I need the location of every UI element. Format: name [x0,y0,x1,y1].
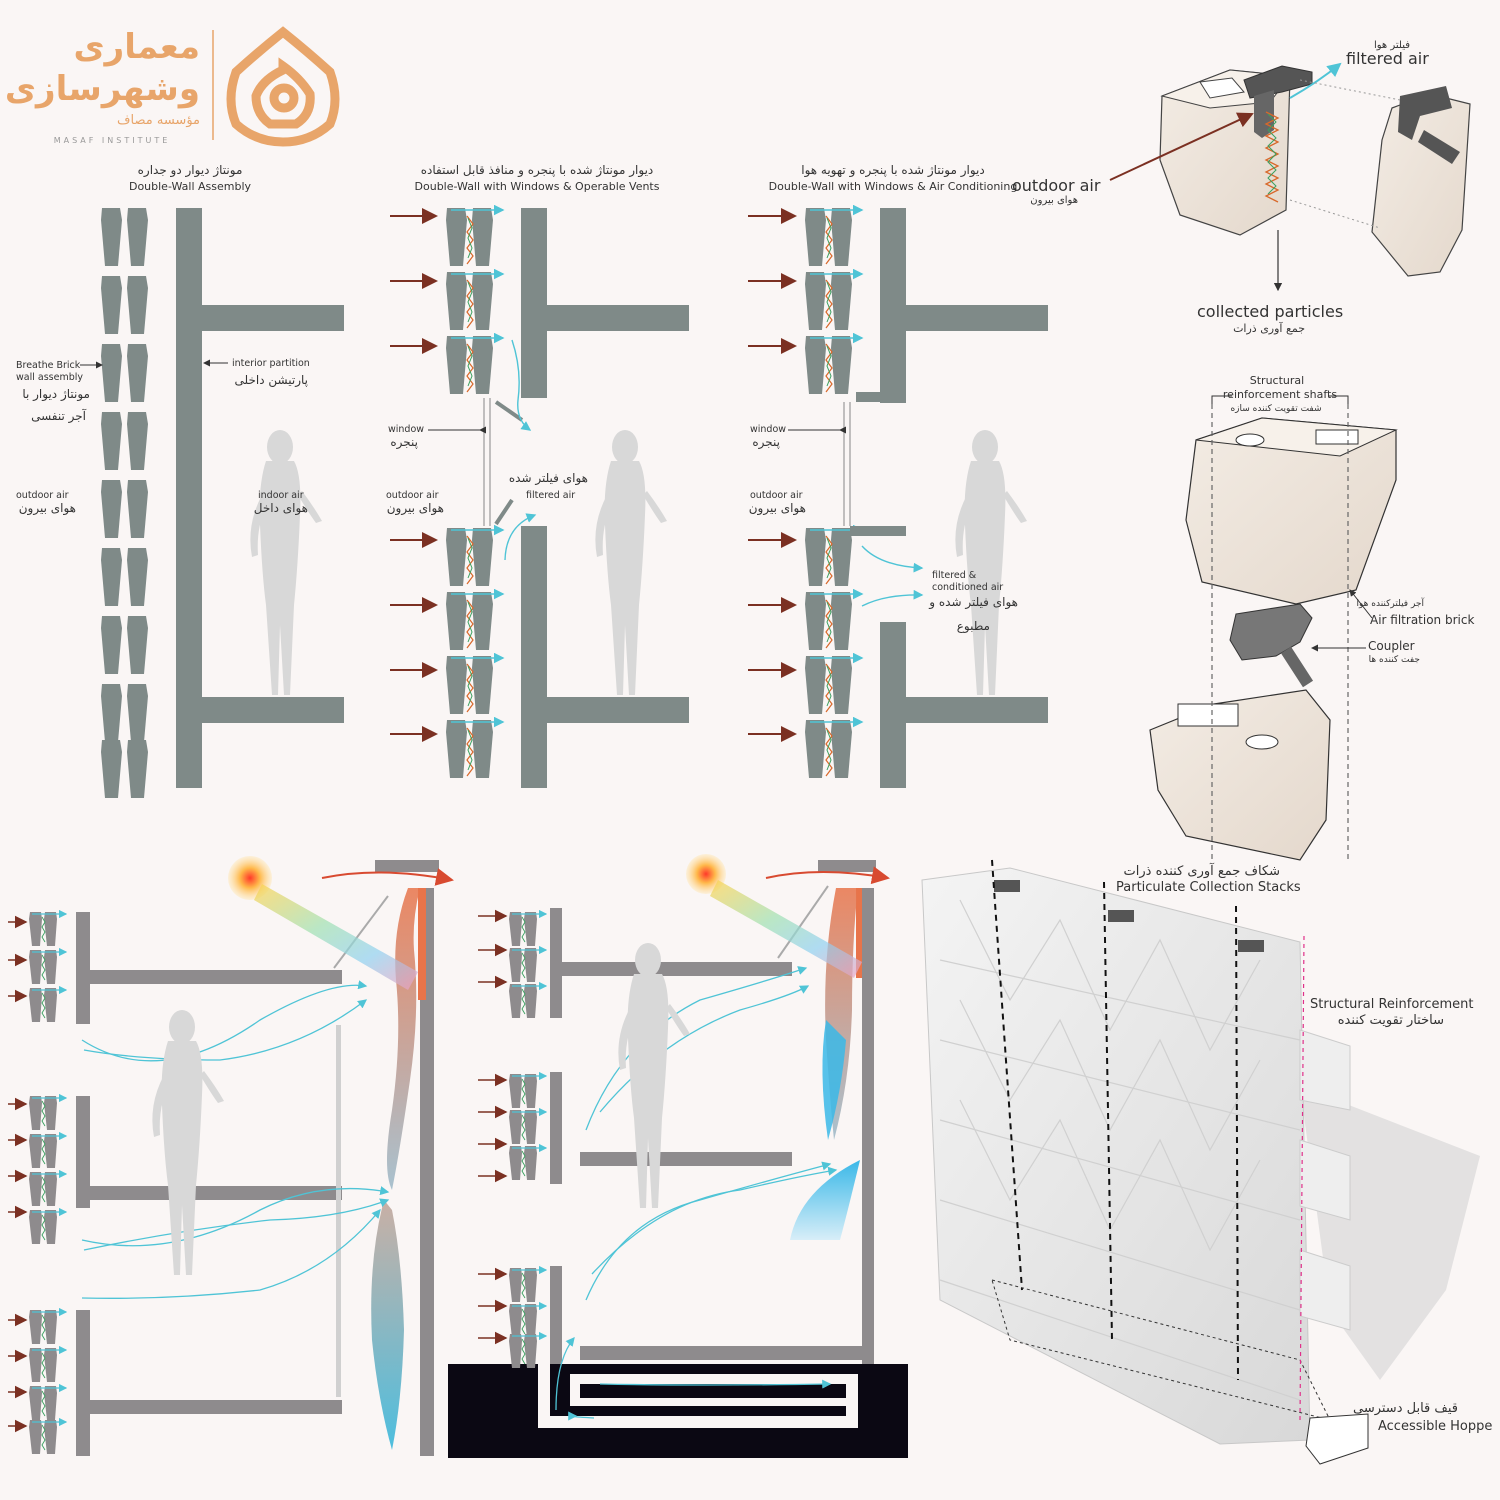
shafts-fa: شفت تقویت کننده سازه [1230,404,1321,414]
logo-line-1: معماری [73,27,200,67]
section3-title-en: Double-Wall with Windows & Air Condition… [769,180,1018,193]
conditioned-airflow-3 [861,545,924,607]
reinforcement-en: Structural Reinforcement [1310,997,1474,1012]
air-filtration-brick-fa: آجر فیلترکننده هوا [1357,597,1425,609]
floor-slabs-left [76,860,439,1456]
intake-arrows-middle [478,909,508,1345]
window-fa-3: پنجره [752,435,780,450]
indoor-air-fa: هوای داخل [254,501,308,516]
window-3 [843,402,851,526]
section-double-wall-assembly: مونتاژ دیوار دو جداره Double-Wall Assemb… [16,163,344,798]
collected-particles-en: collected particles [1197,302,1343,321]
coupler-en: Coupler [1368,639,1415,653]
hopper-box [1305,1413,1369,1465]
stacks-fa: شکاف جمع آوری کننده ذرات [1124,862,1280,879]
section3-title-fa: دیوار مونتاژ شده با پنجره و تهویه هوا [801,163,985,178]
intake-arrows-left [8,915,28,1433]
logo-line-4: MASAF INSTITUTE [54,136,171,145]
outdoor-air-fa-2: هوای بیرون [387,501,444,516]
filter-brick-column-lower [446,528,503,778]
window-2 [483,398,524,526]
conditioned-air-en-2: conditioned air [932,582,1003,593]
outdoor-air-en-detail: outdoor air [1012,176,1101,195]
collected-particles-fa: جمع آوری ذرات [1233,321,1305,335]
exploded-brick-view: Structural reinforcement shafts شفت تقوی… [1149,374,1474,861]
section-earth-tube-middle [448,854,908,1458]
stacks-en: Particulate Collection Stacks [1116,880,1301,895]
window-en-2: window [388,424,424,435]
breathe-brick-fa-2: آجر تنفسی [31,408,87,424]
air-filtration-brick-en: Air filtration brick [1370,613,1474,627]
outdoor-air-en-2: outdoor air [386,490,439,501]
filtered-air-fa-detail: فیلتر هوا [1374,40,1410,51]
filtered-air-en-2: filtered air [526,490,575,501]
outdoor-air-fa-1: هوای بیرون [19,501,76,516]
logo-line-3: مؤسسه مصاف [117,113,200,128]
coupler-fa: جفت کننده ها [1369,655,1420,665]
conditioned-air-fa-1: هوای فیلتر شده و [928,595,1018,610]
section1-title-en: Double-Wall Assembly [129,180,252,193]
airflow-curves-left [81,980,390,1299]
vent-airflow-2 [504,339,537,561]
shafts-en-1: Structural [1250,374,1304,387]
interior-partition-wall [176,208,344,788]
masaf-logo: معماری وشهرسازی مؤسسه مصاف MASAF INSTITU… [5,26,340,147]
conditioned-air-fa-2: مطبوع [957,619,990,634]
breathe-brick-en-1: Breathe Brick [16,360,81,371]
hopper-en: Accessible Hoppe [1378,1419,1492,1434]
person-silhouette-3 [955,430,1027,695]
section2-title-fa: دیوار مونتاژ شده با پنجره و منافذ قابل ا… [421,163,654,178]
wall-slabs-3 [850,208,1048,788]
filter-brick-column-lower-3 [805,528,862,778]
brick-wall-column [101,208,148,798]
particulate-stacks [991,859,1239,1381]
person-silhouette [250,430,322,695]
section-windows-air-conditioning: دیوار مونتاژ شده با پنجره و تهویه هوا Do… [748,163,1048,788]
window-en-3: window [750,424,786,435]
interior-partition-fa: پارتیشن داخلی [235,373,308,388]
outdoor-air-fa-detail: هوای بیرون [1030,195,1078,206]
section-windows-operable-vents: دیوار مونتاژ شده با پنجره و منافذ قابل ا… [386,163,689,788]
outdoor-air-en-1: outdoor air [16,490,69,501]
filter-brick-column-upper-3 [805,208,862,394]
conditioned-air-en-1: filtered & [932,570,977,581]
filter-brick-column-upper [446,208,503,394]
logo-emblem-icon [226,26,340,147]
breathe-brick-fa-1: مونتاژ دیوار با [22,387,90,402]
outdoor-air-en-3: outdoor air [750,490,803,501]
breathe-brick-en-2: wall assembly [16,372,83,383]
breathe-brick-facade: شکاف جمع آوری کننده ذرات Particulate Col… [921,859,1492,1465]
interior-partition-en: interior partition [232,358,310,369]
filtered-air-en-detail: filtered air [1346,49,1429,68]
person-silhouette-5 [618,943,690,1208]
logo-line-2: وشهرسازی [5,69,200,109]
wall-slabs-2 [521,208,689,788]
person-silhouette-2 [595,430,667,695]
section-stack-ventilation-left [8,856,454,1456]
shafts-en-2: reinforcement shafts [1223,388,1337,401]
outdoor-air-arrows-3 [748,208,797,742]
filtered-air-fa-2: هوای فیلتر شده [509,471,588,486]
outdoor-air-arrows-2 [390,208,438,742]
filter-brick-stack-left [29,912,66,1454]
filter-brick-stack-middle [509,912,546,1368]
window-fa-2: پنجره [390,435,418,450]
hopper-fa: قیف قابل دسترسی [1353,1401,1458,1416]
floor-slabs-middle [550,860,876,1364]
outdoor-air-fa-3: هوای بیرون [749,501,806,516]
section2-title-en: Double-Wall with Windows & Operable Vent… [415,180,660,193]
reinforcement-fa: ساختار تقویت کننده [1338,1013,1444,1028]
brick-filtration-detail: فیلتر هوا filtered air outdoor air هوای … [1012,40,1471,335]
indoor-air-en: indoor air [258,490,304,501]
section1-title-fa: مونتاژ دیوار دو جداره [138,163,243,178]
